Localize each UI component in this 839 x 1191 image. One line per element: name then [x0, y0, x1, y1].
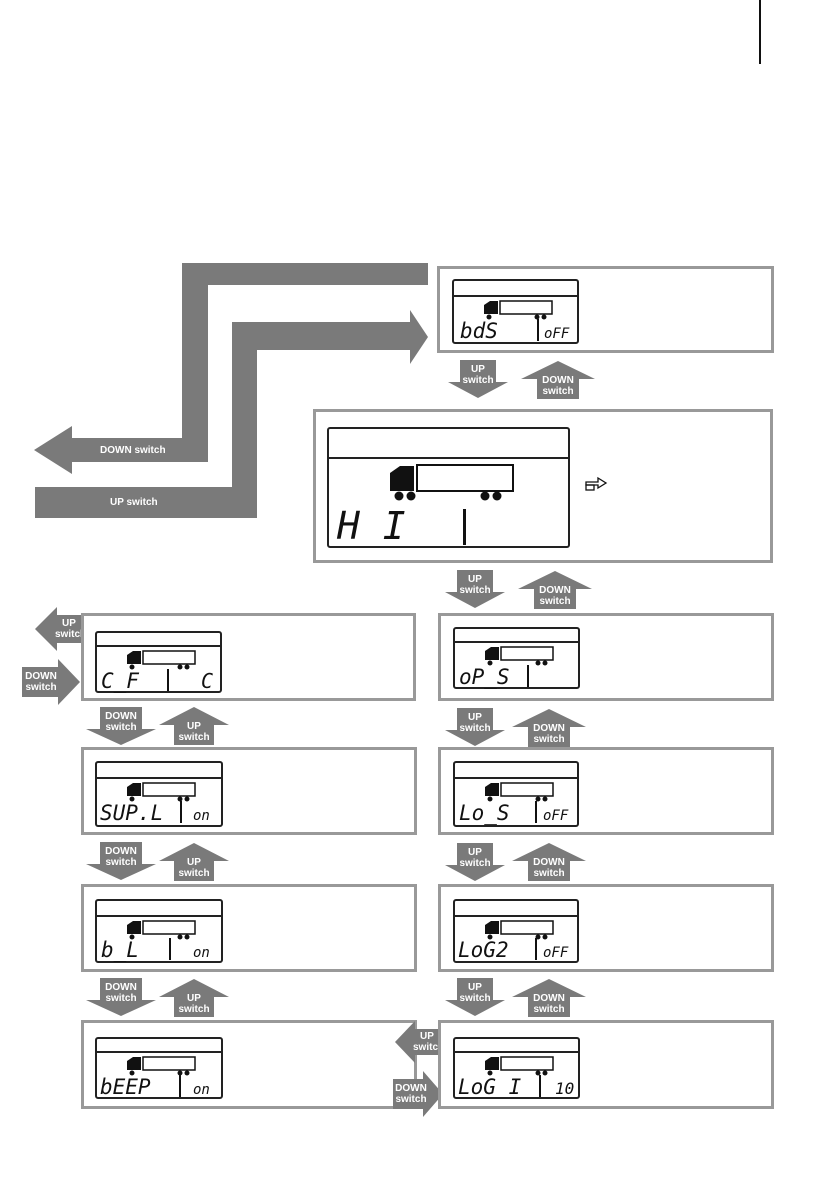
- pointing-hand-icon: [585, 476, 608, 491]
- cf-box: C_F C: [81, 613, 416, 701]
- los-left-text: Lo_S: [459, 801, 510, 825]
- truck-icon: [127, 782, 196, 802]
- bds-lcd: bdS oFF: [452, 279, 579, 344]
- ops-box: oP_S: [438, 613, 774, 701]
- cf-right-text: C: [201, 669, 214, 693]
- beep-lcd: bEEP on: [95, 1037, 223, 1099]
- top-vertical-line: [759, 0, 761, 64]
- beep-box: bEEP on: [81, 1020, 417, 1109]
- los-lcd: Lo_S oFF: [453, 761, 579, 827]
- ops-lcd: oP_S: [453, 627, 580, 689]
- log1-box: LoG I 10: [438, 1020, 774, 1109]
- bl-box: b_L on: [81, 884, 417, 972]
- log2-right-text: oFF: [543, 945, 569, 961]
- supl-left-text: SUP.L: [100, 801, 164, 825]
- truck-icon: [485, 1056, 554, 1076]
- bds-left-text: bdS: [460, 319, 498, 343]
- truck-icon: [127, 920, 196, 940]
- bl-lcd: b_L on: [95, 899, 223, 963]
- truck-icon: [127, 650, 196, 670]
- hi-left-text: H I: [337, 504, 406, 548]
- hi-box: H I: [313, 409, 773, 563]
- supl-lcd: SUP.L on: [95, 761, 223, 827]
- up-switch-flow-label: UP switch: [110, 497, 158, 508]
- bds-box: bdS oFF: [437, 266, 774, 353]
- down-switch-flow-label: DOWN switch: [100, 445, 166, 456]
- supl-right-text: on: [193, 808, 210, 824]
- bds-right-text: oFF: [544, 326, 570, 342]
- log2-lcd: LoG2 oFF: [453, 899, 579, 963]
- bl-right-text: on: [193, 945, 210, 961]
- beep-right-text: on: [193, 1082, 210, 1098]
- truck-icon: [127, 1056, 196, 1076]
- cf-left-text: C_F: [101, 669, 139, 693]
- los-right-text: oFF: [543, 808, 569, 824]
- beep-left-text: bEEP: [100, 1075, 151, 1099]
- bl-left-text: b_L: [101, 938, 139, 962]
- los-box: Lo_S oFF: [438, 747, 774, 835]
- log1-right-text: 10: [555, 1079, 575, 1098]
- truck-icon: [484, 300, 553, 320]
- truck-icon: [485, 646, 554, 666]
- cf-lcd: C_F C: [95, 631, 222, 693]
- log1-left-text: LoG I: [458, 1075, 522, 1099]
- supl-box: SUP.L on: [81, 747, 417, 835]
- log2-box: LoG2 oFF: [438, 884, 774, 972]
- truck-icon: [390, 464, 514, 501]
- log2-left-text: LoG2: [458, 938, 509, 962]
- up-flow-arrow: [35, 310, 428, 518]
- ops-left-text: oP_S: [459, 665, 510, 689]
- down-flow-arrow: [34, 263, 428, 474]
- log1-lcd: LoG I 10: [453, 1037, 580, 1099]
- truck-icon: [485, 782, 554, 802]
- hi-lcd: H I: [327, 427, 570, 548]
